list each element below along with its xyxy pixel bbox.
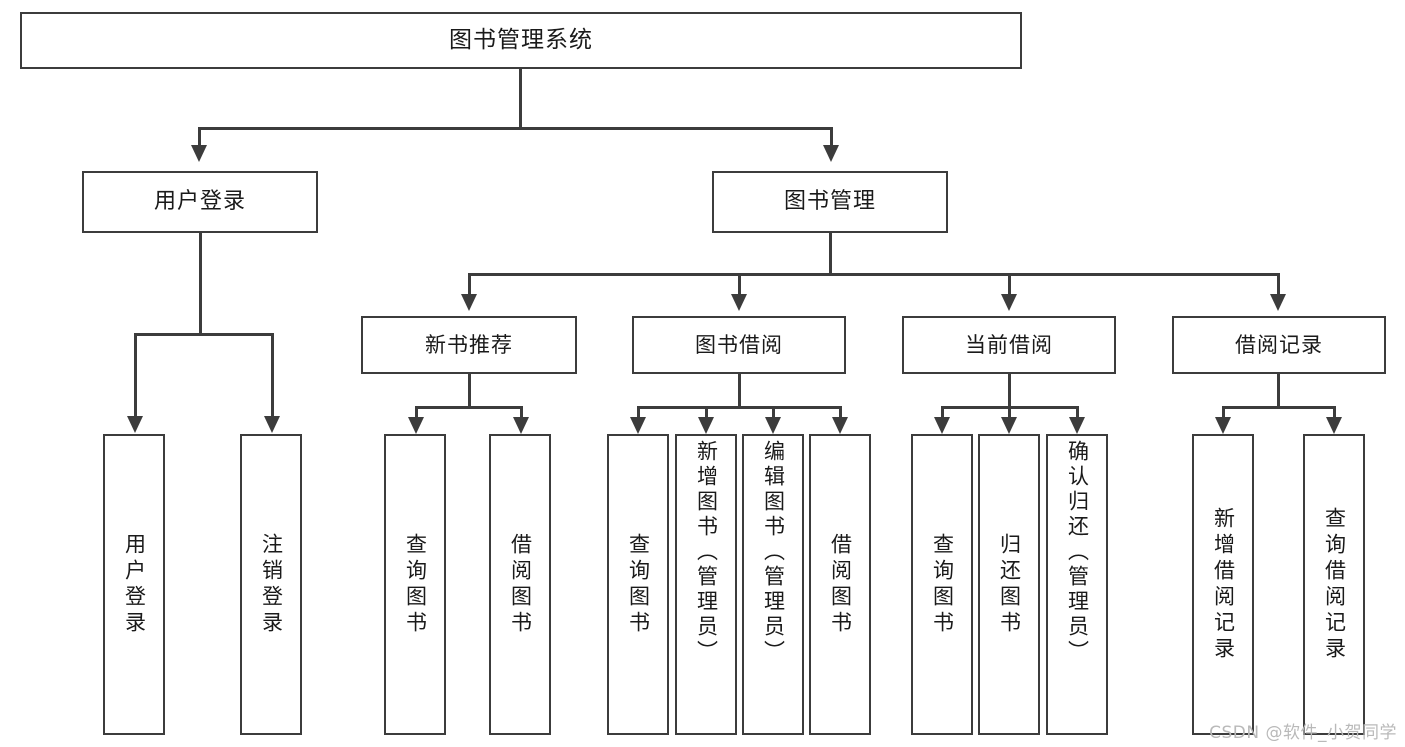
node-label: 图书借阅 [695, 332, 783, 357]
arrow-to-leaf-borrow-book-bb [832, 417, 848, 434]
node-label: 注销登录 [259, 532, 284, 637]
leaf-query-book-recommend[interactable]: 查询图书 [384, 434, 446, 735]
node-label: 新增图书（管理员） [694, 440, 719, 665]
leaf-query-borrow-record[interactable]: 查询借阅记录 [1303, 434, 1365, 735]
connector-bb-branch-2 [705, 406, 708, 418]
arrow-to-leaf-query-book-cb [934, 417, 950, 434]
arrow-to-leaf-query-book-bb [630, 417, 646, 434]
arrow-to-leaf-edit-book [765, 417, 781, 434]
leaf-add-borrow-record[interactable]: 新增借阅记录 [1192, 434, 1254, 735]
connector-root-horizontal [198, 127, 832, 130]
leaf-query-book-borrow[interactable]: 查询图书 [607, 434, 669, 735]
node-label: 查询图书 [626, 532, 651, 637]
connector-new-book-recommend-horizontal [415, 406, 523, 409]
node-label: 新增借阅记录 [1211, 506, 1236, 663]
leaf-borrow-book-recommend[interactable]: 借阅图书 [489, 434, 551, 735]
connector-nbr-branch-2 [520, 406, 523, 418]
node-label: 借阅记录 [1235, 332, 1323, 357]
connector-root-down [519, 69, 522, 129]
node-label: 用户登录 [153, 189, 246, 215]
connector-bb-branch-1 [637, 406, 640, 418]
arrow-root-to-book-management [823, 145, 839, 162]
leaf-logout[interactable]: 注销登录 [240, 434, 302, 735]
node-label: 编辑图书（管理员） [761, 440, 786, 665]
node-label: 当前借阅 [965, 332, 1053, 357]
connector-to-new-book-recommend [468, 273, 471, 295]
arrow-to-leaf-add-book [698, 417, 714, 434]
node-user-login[interactable]: 用户登录 [82, 171, 318, 233]
leaf-confirm-return-admin[interactable]: 确认归还（管理员） [1046, 434, 1108, 735]
node-label: 借阅图书 [828, 532, 853, 637]
leaf-user-login[interactable]: 用户登录 [103, 434, 165, 735]
node-label: 归还图书 [997, 532, 1022, 637]
node-label: 查询图书 [403, 532, 428, 637]
arrow-to-leaf-logout [264, 416, 280, 433]
connector-root-to-book-management [830, 127, 833, 145]
node-label: 确认归还（管理员） [1065, 440, 1090, 665]
connector-user-login-branch-2 [271, 333, 274, 417]
connector-br-branch-1 [1222, 406, 1225, 418]
arrow-to-leaf-add-borrow-record [1215, 417, 1231, 434]
connector-to-book-borrow [738, 273, 741, 295]
connector-user-login-branch-1 [134, 333, 137, 417]
arrow-to-leaf-borrow-book-nbr [513, 417, 529, 434]
node-label: 图书管理 [783, 189, 876, 215]
leaf-query-book-current[interactable]: 查询图书 [911, 434, 973, 735]
node-book-management[interactable]: 图书管理 [712, 171, 948, 233]
connector-book-management-down [829, 233, 832, 275]
leaf-borrow-book[interactable]: 借阅图书 [809, 434, 871, 735]
connector-borrow-record-down [1277, 374, 1280, 408]
connector-user-login-horizontal [134, 333, 274, 336]
connector-br-branch-2 [1333, 406, 1336, 418]
arrow-to-leaf-query-book-nbr [408, 417, 424, 434]
leaf-return-book[interactable]: 归还图书 [978, 434, 1040, 735]
connector-book-borrow-horizontal [637, 406, 842, 409]
arrow-to-leaf-user-login [127, 416, 143, 433]
node-label: 图书管理系统 [449, 26, 593, 53]
leaf-edit-book-admin[interactable]: 编辑图书（管理员） [742, 434, 804, 735]
arrow-root-to-user-login [191, 145, 207, 162]
connector-bb-branch-4 [839, 406, 842, 418]
connector-book-management-horizontal [468, 273, 1280, 276]
connector-book-borrow-down [738, 374, 741, 408]
node-label: 用户登录 [122, 532, 147, 637]
connector-cb-branch-3 [1076, 406, 1079, 418]
arrow-to-current-borrow [1001, 294, 1017, 311]
node-label: 新书推荐 [425, 332, 513, 357]
node-label: 借阅图书 [508, 532, 533, 637]
node-new-book-recommend[interactable]: 新书推荐 [361, 316, 577, 374]
connector-cb-branch-2 [1008, 406, 1011, 418]
connector-nbr-branch-1 [415, 406, 418, 418]
node-root-book-management-system[interactable]: 图书管理系统 [20, 12, 1022, 69]
connector-cb-branch-1 [941, 406, 944, 418]
arrow-to-borrow-record [1270, 294, 1286, 311]
connector-to-current-borrow [1008, 273, 1011, 295]
connector-user-login-down [199, 233, 202, 335]
arrow-to-leaf-confirm-return [1069, 417, 1085, 434]
connector-root-to-user-login [198, 127, 201, 145]
connector-to-borrow-record [1277, 273, 1280, 295]
connector-new-book-recommend-down [468, 374, 471, 408]
connector-borrow-record-horizontal [1222, 406, 1336, 409]
node-current-borrow[interactable]: 当前借阅 [902, 316, 1116, 374]
leaf-add-book-admin[interactable]: 新增图书（管理员） [675, 434, 737, 735]
connector-current-borrow-down [1008, 374, 1011, 408]
arrow-to-leaf-query-borrow-record [1326, 417, 1342, 434]
connector-bb-branch-3 [772, 406, 775, 418]
node-label: 查询借阅记录 [1322, 506, 1347, 663]
arrow-to-book-borrow [731, 294, 747, 311]
arrow-to-leaf-return-book [1001, 417, 1017, 434]
node-borrow-record[interactable]: 借阅记录 [1172, 316, 1386, 374]
node-book-borrow[interactable]: 图书借阅 [632, 316, 846, 374]
arrow-to-new-book-recommend [461, 294, 477, 311]
node-label: 查询图书 [930, 532, 955, 637]
